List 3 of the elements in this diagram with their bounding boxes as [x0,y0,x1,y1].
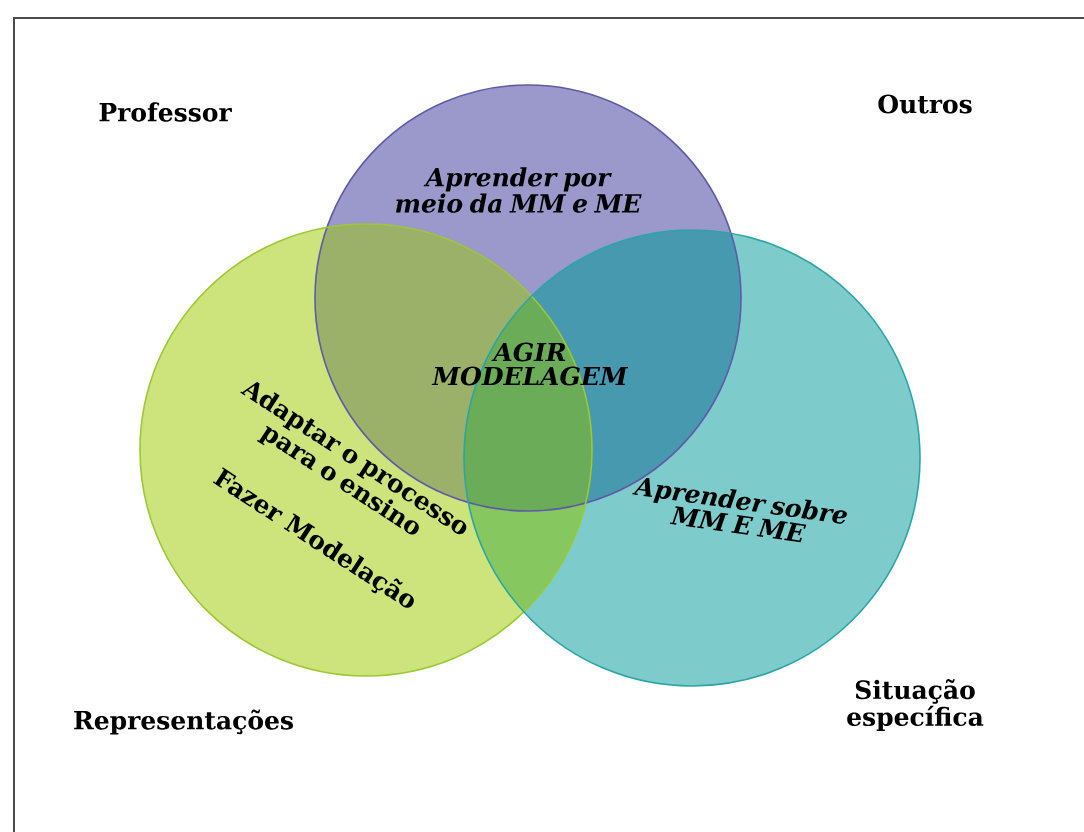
label: Representações [74,709,293,735]
label: Outros [878,94,972,114]
label: Professor [99,102,232,122]
